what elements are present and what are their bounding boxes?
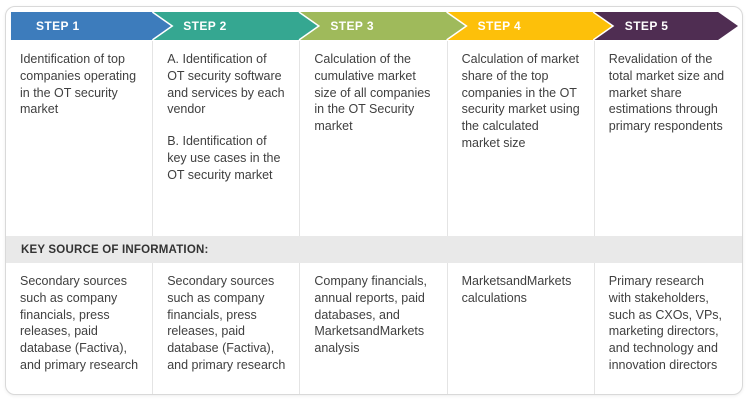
key-sources-row: Secondary sources such as company financ… [6, 263, 742, 394]
step-5-description-text: Revalidation of the total market size an… [608, 52, 725, 133]
step-3-description: Calculation of the cumulative market siz… [300, 41, 448, 236]
step-4-key-source-text: MarketsandMarkets calculations [461, 274, 572, 305]
step-4-description: Calculation of market share of the top c… [448, 41, 595, 236]
step-1-key-source-text: Secondary sources such as company financ… [20, 274, 139, 372]
step-2-key-source-text: Secondary sources such as company financ… [167, 274, 286, 372]
step-2-description-text-a: A. Identification of OT security softwar… [167, 52, 285, 117]
step-4-arrow [446, 11, 616, 41]
step-3-key-source: Company financials, annual reports, paid… [300, 263, 448, 394]
step-3-description-text: Calculation of the cumulative market siz… [314, 52, 431, 133]
step-arrows-graphic [9, 11, 740, 41]
step-3-arrow [298, 11, 470, 41]
step-5-key-source-text: Primary research with stakeholders, such… [608, 274, 723, 372]
step-1-description-text: Identification of top companies operatin… [20, 52, 137, 117]
step-2-description: A. Identification of OT security softwar… [153, 41, 301, 236]
step-arrows-header: STEP 1 STEP 2 STEP 3 STEP 4 STEP 5 [6, 11, 742, 41]
step-5-arrow [592, 11, 740, 41]
step-2-arrow [152, 11, 322, 41]
step-descriptions-row: Identification of top companies operatin… [6, 41, 742, 236]
step-1-key-source: Secondary sources such as company financ… [6, 263, 154, 394]
step-2-key-source: Secondary sources such as company financ… [153, 263, 301, 394]
step-4-description-text: Calculation of market share of the top c… [461, 52, 580, 150]
key-source-heading: KEY SOURCE OF INFORMATION: [21, 243, 209, 256]
step-5-description: Revalidation of the total market size an… [595, 41, 742, 236]
step-3-key-source-text: Company financials, annual reports, paid… [314, 274, 427, 355]
step-4-key-source: MarketsandMarkets calculations [448, 263, 595, 394]
step-1-description: Identification of top companies operatin… [6, 41, 154, 236]
step-2-description-text-b: B. Identification of key use cases in th… [167, 134, 281, 182]
key-source-band: KEY SOURCE OF INFORMATION: [6, 236, 742, 263]
diagram-card: STEP 1 STEP 2 STEP 3 STEP 4 STEP 5 Ident… [5, 6, 743, 395]
step-1-arrow [9, 11, 176, 41]
step-5-key-source: Primary research with stakeholders, such… [595, 263, 742, 394]
